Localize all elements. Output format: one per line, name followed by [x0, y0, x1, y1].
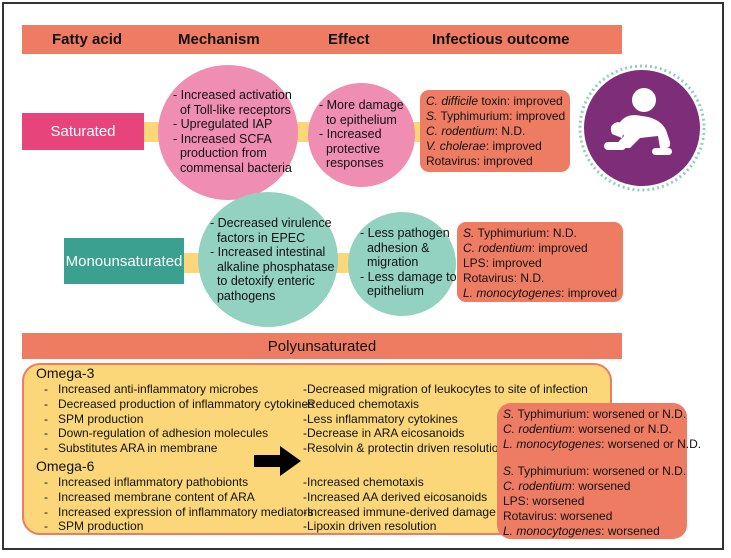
- mechanism-line: - Down-regulation of adhesion molecules: [44, 426, 269, 441]
- omega3-mechanisms: - Increased anti-inflammatory microbes- …: [44, 382, 314, 456]
- effect-line: -Less inflammatory cytokines: [303, 411, 458, 426]
- omega3-outcomes: S. Typhimurium: worsened or N.D.C. roden…: [503, 407, 702, 452]
- effect-line: - Less pathogen: [360, 226, 450, 240]
- saturated-effect-circle: [308, 83, 415, 187]
- mechanism-line: - Increased SCFA: [173, 131, 272, 146]
- outcome-item: Rotavirus: N.D.: [463, 271, 545, 285]
- effect-line: protective: [319, 141, 381, 156]
- saturated-mechanism-text: - Increased activation of Toll-like rece…: [173, 88, 292, 175]
- mechanism-line: - Decreased production of inflammatory c…: [44, 396, 315, 411]
- mono-label: Monounsaturated: [64, 238, 184, 284]
- outcome-item: S. Typhimurium: worsened or N.D.: [503, 407, 687, 421]
- effect-line: epithelium: [360, 284, 424, 298]
- outcome-item: L. monocytogenes: improved: [463, 286, 618, 300]
- effect-line: migration: [360, 255, 419, 269]
- header-outcome: Infectious outcome: [432, 31, 570, 48]
- mechanism-line: pathogens: [210, 288, 276, 303]
- outcome-item: S. Typhimurium: improved: [426, 109, 566, 123]
- effect-line: -Resolvin & protectin driven resolution: [303, 441, 506, 456]
- outcome-item: C. rodentium: worsened or N.D.: [503, 422, 672, 436]
- omega3-effects: -Decreased migration of leukocytes to si…: [303, 382, 588, 456]
- omega6-mechanisms: - Increased inflammatory pathobionts- In…: [44, 475, 313, 534]
- header-effect: Effect: [328, 31, 370, 48]
- mono-mechanism-text: - Decreased virulence factors in EPEC- I…: [210, 216, 334, 303]
- mechanism-line: - Increased intestinal: [210, 245, 326, 259]
- outcome-item: C. rodentium: worsened: [503, 479, 631, 493]
- poly-label: Polyunsaturated: [22, 333, 622, 359]
- crawling-baby-icon: [578, 64, 706, 192]
- outcome-item: V. cholerae: improved: [426, 139, 542, 153]
- effect-line: - More damage: [319, 98, 404, 112]
- effect-line: -Increased immune-derived damage: [303, 504, 496, 519]
- mechanism-line: - Upregulated IAP: [173, 117, 273, 131]
- outcome-item: S. Typhimurium: worsened or N.D.: [503, 464, 687, 478]
- omega6-title: Omega-6: [36, 458, 95, 474]
- saturated-label: Saturated: [22, 113, 144, 150]
- outcome-item: C. difficile toxin: improved: [426, 94, 563, 108]
- mechanism-line: to detoxify enteric: [210, 274, 315, 288]
- mechanism-line: - Decreased virulence: [210, 216, 332, 230]
- effect-line: to epithelium: [319, 112, 397, 127]
- header-mechanism: Mechanism: [178, 31, 260, 48]
- poly-outcome-box: S. Typhimurium: worsened or N.D.C. roden…: [497, 403, 702, 539]
- mechanism-line: - Increased membrane content of ARA: [44, 489, 255, 504]
- outcome-item: L. monocytogenes: worsened or N.D.: [503, 437, 702, 451]
- mechanism-line: - SPM production: [44, 519, 144, 534]
- effect-line: - Increased: [319, 127, 382, 141]
- omega3-title: Omega-3: [36, 365, 95, 381]
- effect-line: -Lipoxin driven resolution: [303, 519, 437, 534]
- mechanism-line: - Increased expression of inflammatory m…: [44, 504, 314, 519]
- effect-line: -Reduced chemotaxis: [303, 396, 420, 411]
- mechanism-line: commensal bacteria: [173, 160, 292, 175]
- header-bar: Fatty acid Mechanism Effect Infectious o…: [22, 25, 622, 54]
- mechanism-line: - Increased anti-inflammatory microbes: [44, 382, 259, 396]
- header-fatty-acid: Fatty acid: [52, 31, 123, 48]
- outcome-item: L. monocytogenes: worsened: [503, 524, 660, 538]
- mechanism-line: - SPM production: [44, 411, 144, 426]
- outcome-item: C. rodentium: N.D.: [426, 124, 526, 138]
- outcome-item: LPS: worsened: [503, 494, 585, 508]
- effect-line: -Increased chemotaxis: [303, 475, 424, 489]
- effect-line: - Less damage to: [360, 269, 457, 284]
- mechanism-line: - Substitutes ARA in membrane: [44, 441, 218, 456]
- effect-line: -Increased AA derived eicosanoids: [303, 489, 488, 504]
- outcome-item: S. Typhimurium: N.D.: [463, 226, 577, 240]
- mechanism-line: - Increased activation: [173, 88, 292, 102]
- saturated-effect-text: - More damage to epithelium- Increased p…: [319, 98, 404, 171]
- mono-effect-text: - Less pathogen adhesion & migration- Le…: [360, 226, 457, 299]
- outcome-item: LPS: improved: [463, 256, 542, 270]
- right-arrow-icon: [254, 445, 302, 477]
- effect-line: -Decreased migration of leukocytes to si…: [303, 382, 588, 396]
- mechanism-line: alkaline phosphatase: [210, 259, 335, 274]
- mechanism-line: of Toll-like receptors: [173, 102, 291, 117]
- outcome-item: Rotavirus: worsened: [503, 509, 613, 523]
- mechanism-line: factors in EPEC: [210, 230, 306, 245]
- omega6-outcomes: S. Typhimurium: worsened or N.D.C. roden…: [503, 464, 687, 539]
- effect-line: adhesion &: [360, 240, 430, 255]
- mono-mechanism-circle: [198, 192, 338, 327]
- mono-effect-circle: [348, 212, 456, 316]
- mechanism-line: - Increased inflammatory pathobionts: [44, 475, 249, 489]
- outcome-item: Rotavirus: improved: [426, 154, 533, 168]
- effect-line: responses: [319, 156, 384, 170]
- mono-outcome-box: S. Typhimurium: N.D.C. rodentium: improv…: [457, 222, 623, 302]
- saturated-mechanism-circle: [158, 65, 298, 200]
- outcome-item: C. rodentium: improved: [463, 241, 588, 255]
- effect-line: -Decrease in ARA eicosanoids: [303, 426, 465, 441]
- mechanism-line: production from: [173, 146, 267, 160]
- omega6-effects: -Increased chemotaxis-Increased AA deriv…: [303, 475, 496, 534]
